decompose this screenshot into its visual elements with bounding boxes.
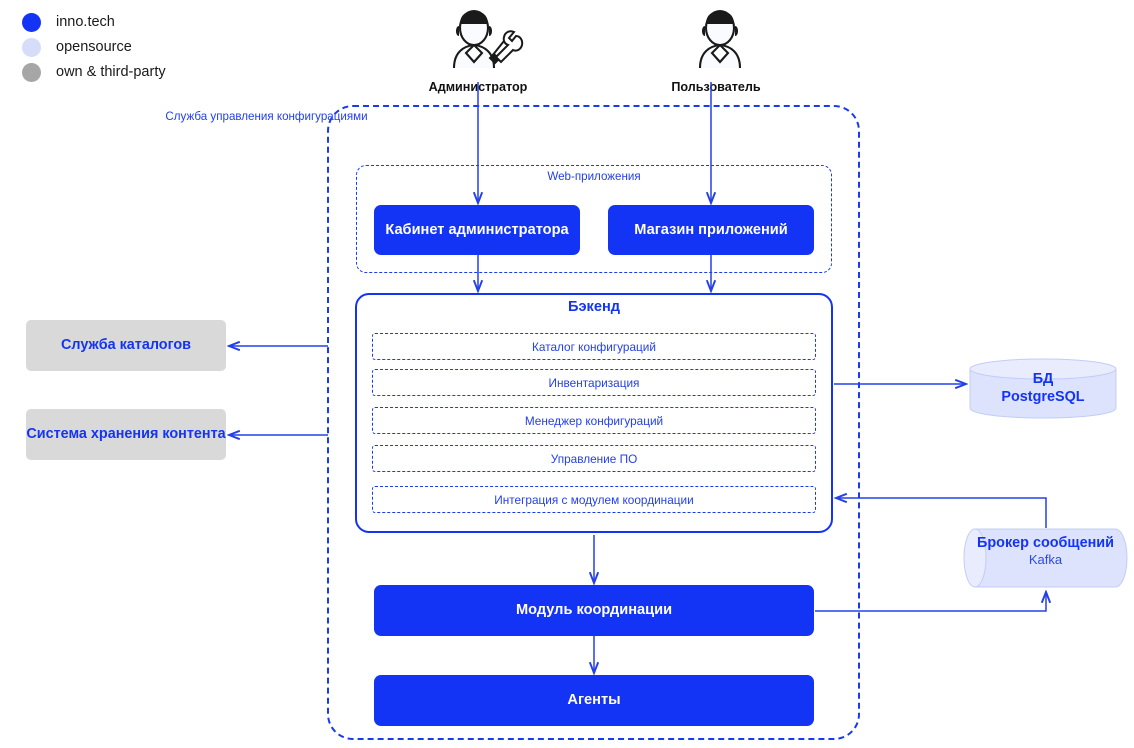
config-management-service-container: [327, 105, 860, 740]
admin-person-tools-icon: [452, 9, 524, 69]
actor-administrator: Администратор: [418, 8, 538, 94]
backend-item-config-catalog[interactable]: Каталог конфигураций: [372, 333, 816, 360]
broker-title: Брокер сообщений: [977, 535, 1114, 551]
legend-item-own-third-party: own & third-party: [22, 60, 282, 85]
broker-kafka-label: Брокер сообщений Kafka: [963, 534, 1128, 568]
backend-title: Бэкенд: [567, 299, 621, 315]
database-postgresql-label: БД PostgreSQL: [969, 370, 1117, 406]
broker-name: Kafka: [1028, 552, 1063, 567]
legend-label-inno-tech: inno.tech: [56, 14, 115, 31]
database-cylinder-icon: [969, 358, 1117, 419]
legend-color-swatch-own-third-party: [22, 63, 41, 82]
database-title: БД: [1032, 371, 1054, 387]
database-name: PostgreSQL: [1001, 389, 1085, 405]
actor-user-label: Пользователь: [671, 80, 761, 94]
backend-item-coordination-integration[interactable]: Интеграция с модулем координации: [372, 486, 816, 513]
config-management-service-title: Служба управления конфигурациями: [165, 110, 368, 123]
box-admin-cabinet[interactable]: Кабинет администратора: [374, 205, 580, 255]
legend-color-swatch-opensource: [22, 38, 41, 57]
web-applications-container: [356, 165, 832, 273]
box-content-storage[interactable]: Система хранения контента: [26, 409, 226, 460]
legend: inno.tech opensource own & third-party: [22, 10, 282, 85]
database-postgresql[interactable]: БД PostgreSQL: [969, 358, 1117, 419]
backend-item-inventory[interactable]: Инвентаризация: [372, 369, 816, 396]
legend-label-own-third-party: own & third-party: [56, 64, 166, 81]
legend-color-swatch-inno-tech: [22, 13, 41, 32]
box-agents[interactable]: Агенты: [374, 675, 814, 726]
actor-user: Пользователь: [656, 8, 776, 94]
broker-cylinder-icon: [963, 528, 1128, 588]
actor-administrator-label: Администратор: [428, 80, 528, 94]
backend-container: [355, 293, 833, 533]
arrow-kafka-to-backend-integration: [836, 498, 1047, 528]
message-broker-kafka[interactable]: Брокер сообщений Kafka: [963, 528, 1128, 588]
web-applications-title: Web-приложения: [547, 170, 641, 183]
legend-item-opensource: opensource: [22, 35, 282, 60]
backend-item-config-manager[interactable]: Менеджер конфигураций: [372, 407, 816, 434]
backend-item-software-management[interactable]: Управление ПО: [372, 445, 816, 472]
box-app-store[interactable]: Магазин приложений: [608, 205, 814, 255]
user-person-icon: [698, 9, 742, 69]
legend-label-opensource: opensource: [56, 39, 132, 56]
legend-item-inno-tech: inno.tech: [22, 10, 282, 35]
box-directory-service[interactable]: Служба каталогов: [26, 320, 226, 371]
box-coordination-module[interactable]: Модуль координации: [374, 585, 814, 636]
